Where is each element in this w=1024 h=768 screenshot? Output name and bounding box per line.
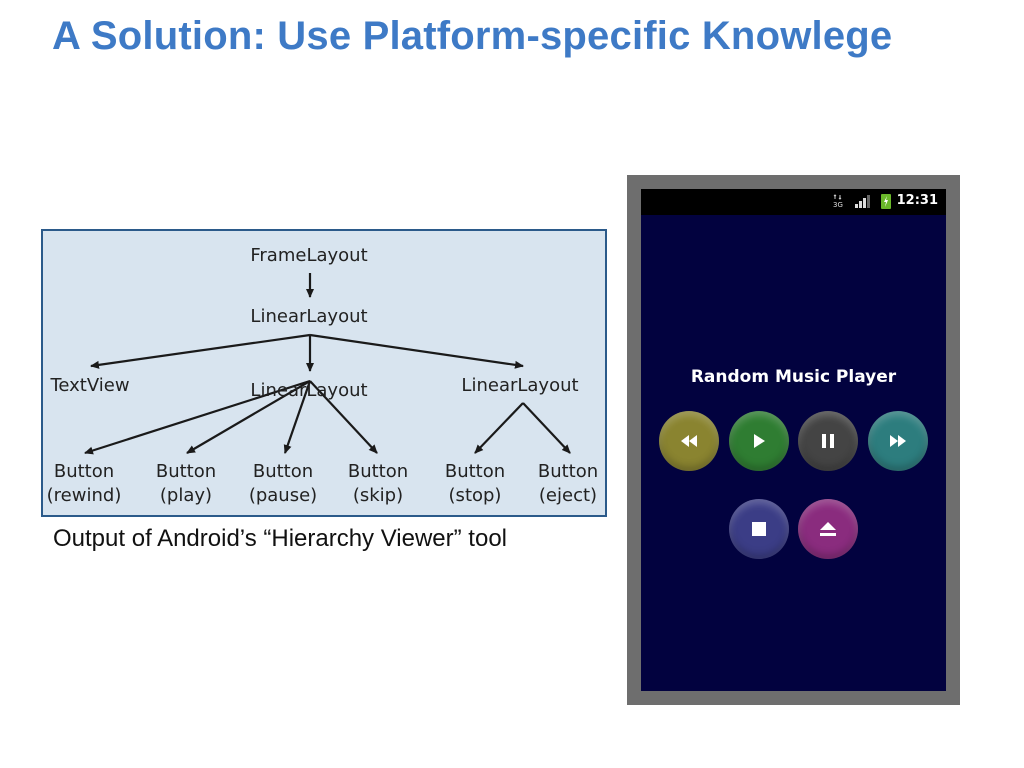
diagram-caption: Output of Android’s “Hierarchy Viewer” t… bbox=[53, 525, 507, 552]
pause-button[interactable] bbox=[798, 411, 858, 471]
rewind-icon bbox=[681, 435, 697, 447]
node-button-pause: Button (pause) bbox=[249, 460, 317, 508]
edge-controls-play bbox=[186, 380, 311, 454]
stop-button[interactable] bbox=[729, 499, 789, 559]
app-title: Random Music Player bbox=[690, 367, 897, 387]
stop-icon bbox=[752, 522, 766, 536]
hierarchy-diagram: FrameLayout LinearLayout TextView Linear… bbox=[41, 229, 607, 517]
status-bar: 3G 12:31 bbox=[641, 189, 946, 215]
slide-title: A Solution: Use Platform-specific Knowle… bbox=[52, 14, 893, 58]
node-button-skip: Button (skip) bbox=[348, 460, 408, 508]
node-label: (pause) bbox=[248, 485, 318, 506]
skip-icon bbox=[890, 435, 906, 447]
skip-button[interactable] bbox=[868, 411, 928, 471]
pause-icon bbox=[822, 434, 834, 448]
node-linearlayout-root: LinearLayout bbox=[250, 306, 368, 327]
status-time: 12:31 bbox=[896, 193, 938, 208]
node-type: Button bbox=[444, 461, 506, 482]
node-type: Button bbox=[347, 461, 409, 482]
hierarchy-connectors bbox=[84, 273, 571, 455]
node-label: (stop) bbox=[448, 485, 502, 506]
battery-charging-icon bbox=[881, 194, 891, 209]
node-button-eject: Button (eject) bbox=[538, 460, 598, 508]
edge-controls-pause bbox=[283, 380, 312, 454]
edge-linear-extra bbox=[309, 333, 524, 369]
node-type: Button bbox=[252, 461, 314, 482]
node-type: Button bbox=[53, 461, 115, 482]
eject-icon bbox=[820, 522, 836, 536]
node-label: (rewind) bbox=[46, 485, 122, 506]
phone-screen: 3G 12:31 Random Music Player bbox=[641, 189, 946, 691]
network-3g-icon: 3G bbox=[833, 194, 843, 210]
edge-linear-textview bbox=[90, 333, 311, 369]
node-label: (eject) bbox=[538, 485, 598, 506]
node-framelayout: FrameLayout bbox=[250, 245, 368, 266]
node-linearlayout-controls: LinearLayout bbox=[250, 380, 368, 401]
node-button-play: Button (play) bbox=[156, 460, 216, 508]
phone-frame: 3G 12:31 Random Music Player bbox=[627, 175, 960, 705]
node-button-stop: Button (stop) bbox=[445, 460, 505, 508]
node-linearlayout-extra: LinearLayout bbox=[461, 375, 579, 396]
network-label: 3G bbox=[833, 201, 843, 209]
data-arrows-icon bbox=[833, 194, 842, 200]
edge-controls-rewind bbox=[84, 379, 311, 455]
play-icon bbox=[754, 434, 765, 448]
eject-button[interactable] bbox=[798, 499, 858, 559]
node-textview: TextView bbox=[50, 375, 130, 396]
rewind-button[interactable] bbox=[659, 411, 719, 471]
node-button-rewind: Button (rewind) bbox=[47, 460, 122, 508]
edge-extra-eject bbox=[522, 402, 571, 454]
node-label: (play) bbox=[159, 485, 213, 506]
edge-extra-stop bbox=[474, 402, 524, 454]
node-type: Button bbox=[155, 461, 217, 482]
play-button[interactable] bbox=[729, 411, 789, 471]
signal-icon bbox=[855, 195, 871, 213]
node-type: Button bbox=[537, 461, 599, 482]
edge-controls-skip bbox=[309, 380, 378, 454]
node-label: (skip) bbox=[352, 485, 404, 506]
